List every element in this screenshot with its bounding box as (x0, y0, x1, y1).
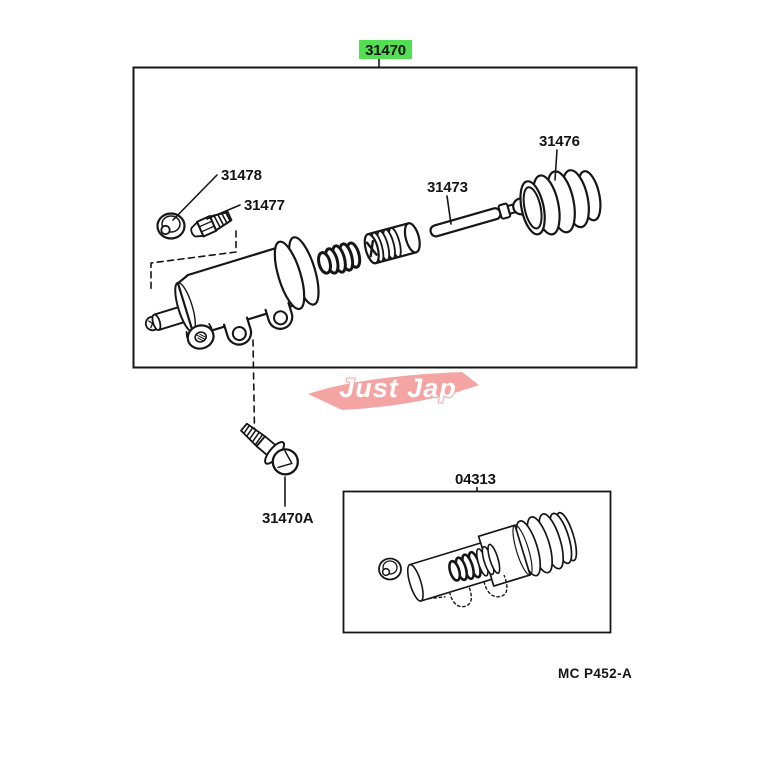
assembly-number-callout[interactable]: 31470 (359, 40, 412, 67)
kit-cap-part (378, 557, 402, 581)
push-rod-part (429, 197, 531, 238)
repair-kit-contents (378, 511, 578, 608)
assembly-part-number[interactable]: 31470 (365, 42, 406, 59)
bolt-relation-dashes (252, 339, 256, 431)
watermark-swoosh (308, 372, 479, 410)
repair-kit-part-number[interactable]: 04313 (455, 471, 496, 488)
push-rod-part-number[interactable]: 31473 (427, 179, 468, 196)
leader-line-boot (554, 149, 558, 181)
hidden-relation-dashes (150, 230, 237, 293)
leader-line-cap (172, 174, 218, 221)
kit-assembly-art (406, 511, 578, 608)
repair-kit-box (342, 490, 612, 634)
main-assembly-box (132, 66, 638, 369)
boot-part-number[interactable]: 31476 (539, 133, 580, 150)
piston-spring-part (317, 241, 362, 275)
highlight-background (359, 40, 412, 59)
watermark: Just Jap (308, 372, 479, 410)
callouts: 31478 31477 31473 31476 31470A (172, 133, 580, 527)
piston-part (363, 222, 421, 265)
leader-line-push-rod (446, 195, 452, 225)
mounting-bolt-part (240, 422, 299, 476)
boot-part (519, 169, 602, 236)
watermark-text: Just Jap (339, 373, 457, 403)
bleeder-screw-part-number[interactable]: 31477 (244, 197, 285, 214)
bleeder-screw-part (190, 210, 233, 238)
leader-line-bleeder (206, 204, 241, 220)
cap-part (156, 212, 186, 240)
cylinder-body-part (144, 236, 320, 350)
mounting-bolt-part-number[interactable]: 31470A (262, 510, 314, 527)
cap-part-number[interactable]: 31478 (221, 167, 262, 184)
plate-code: MC P452-A (558, 666, 632, 681)
